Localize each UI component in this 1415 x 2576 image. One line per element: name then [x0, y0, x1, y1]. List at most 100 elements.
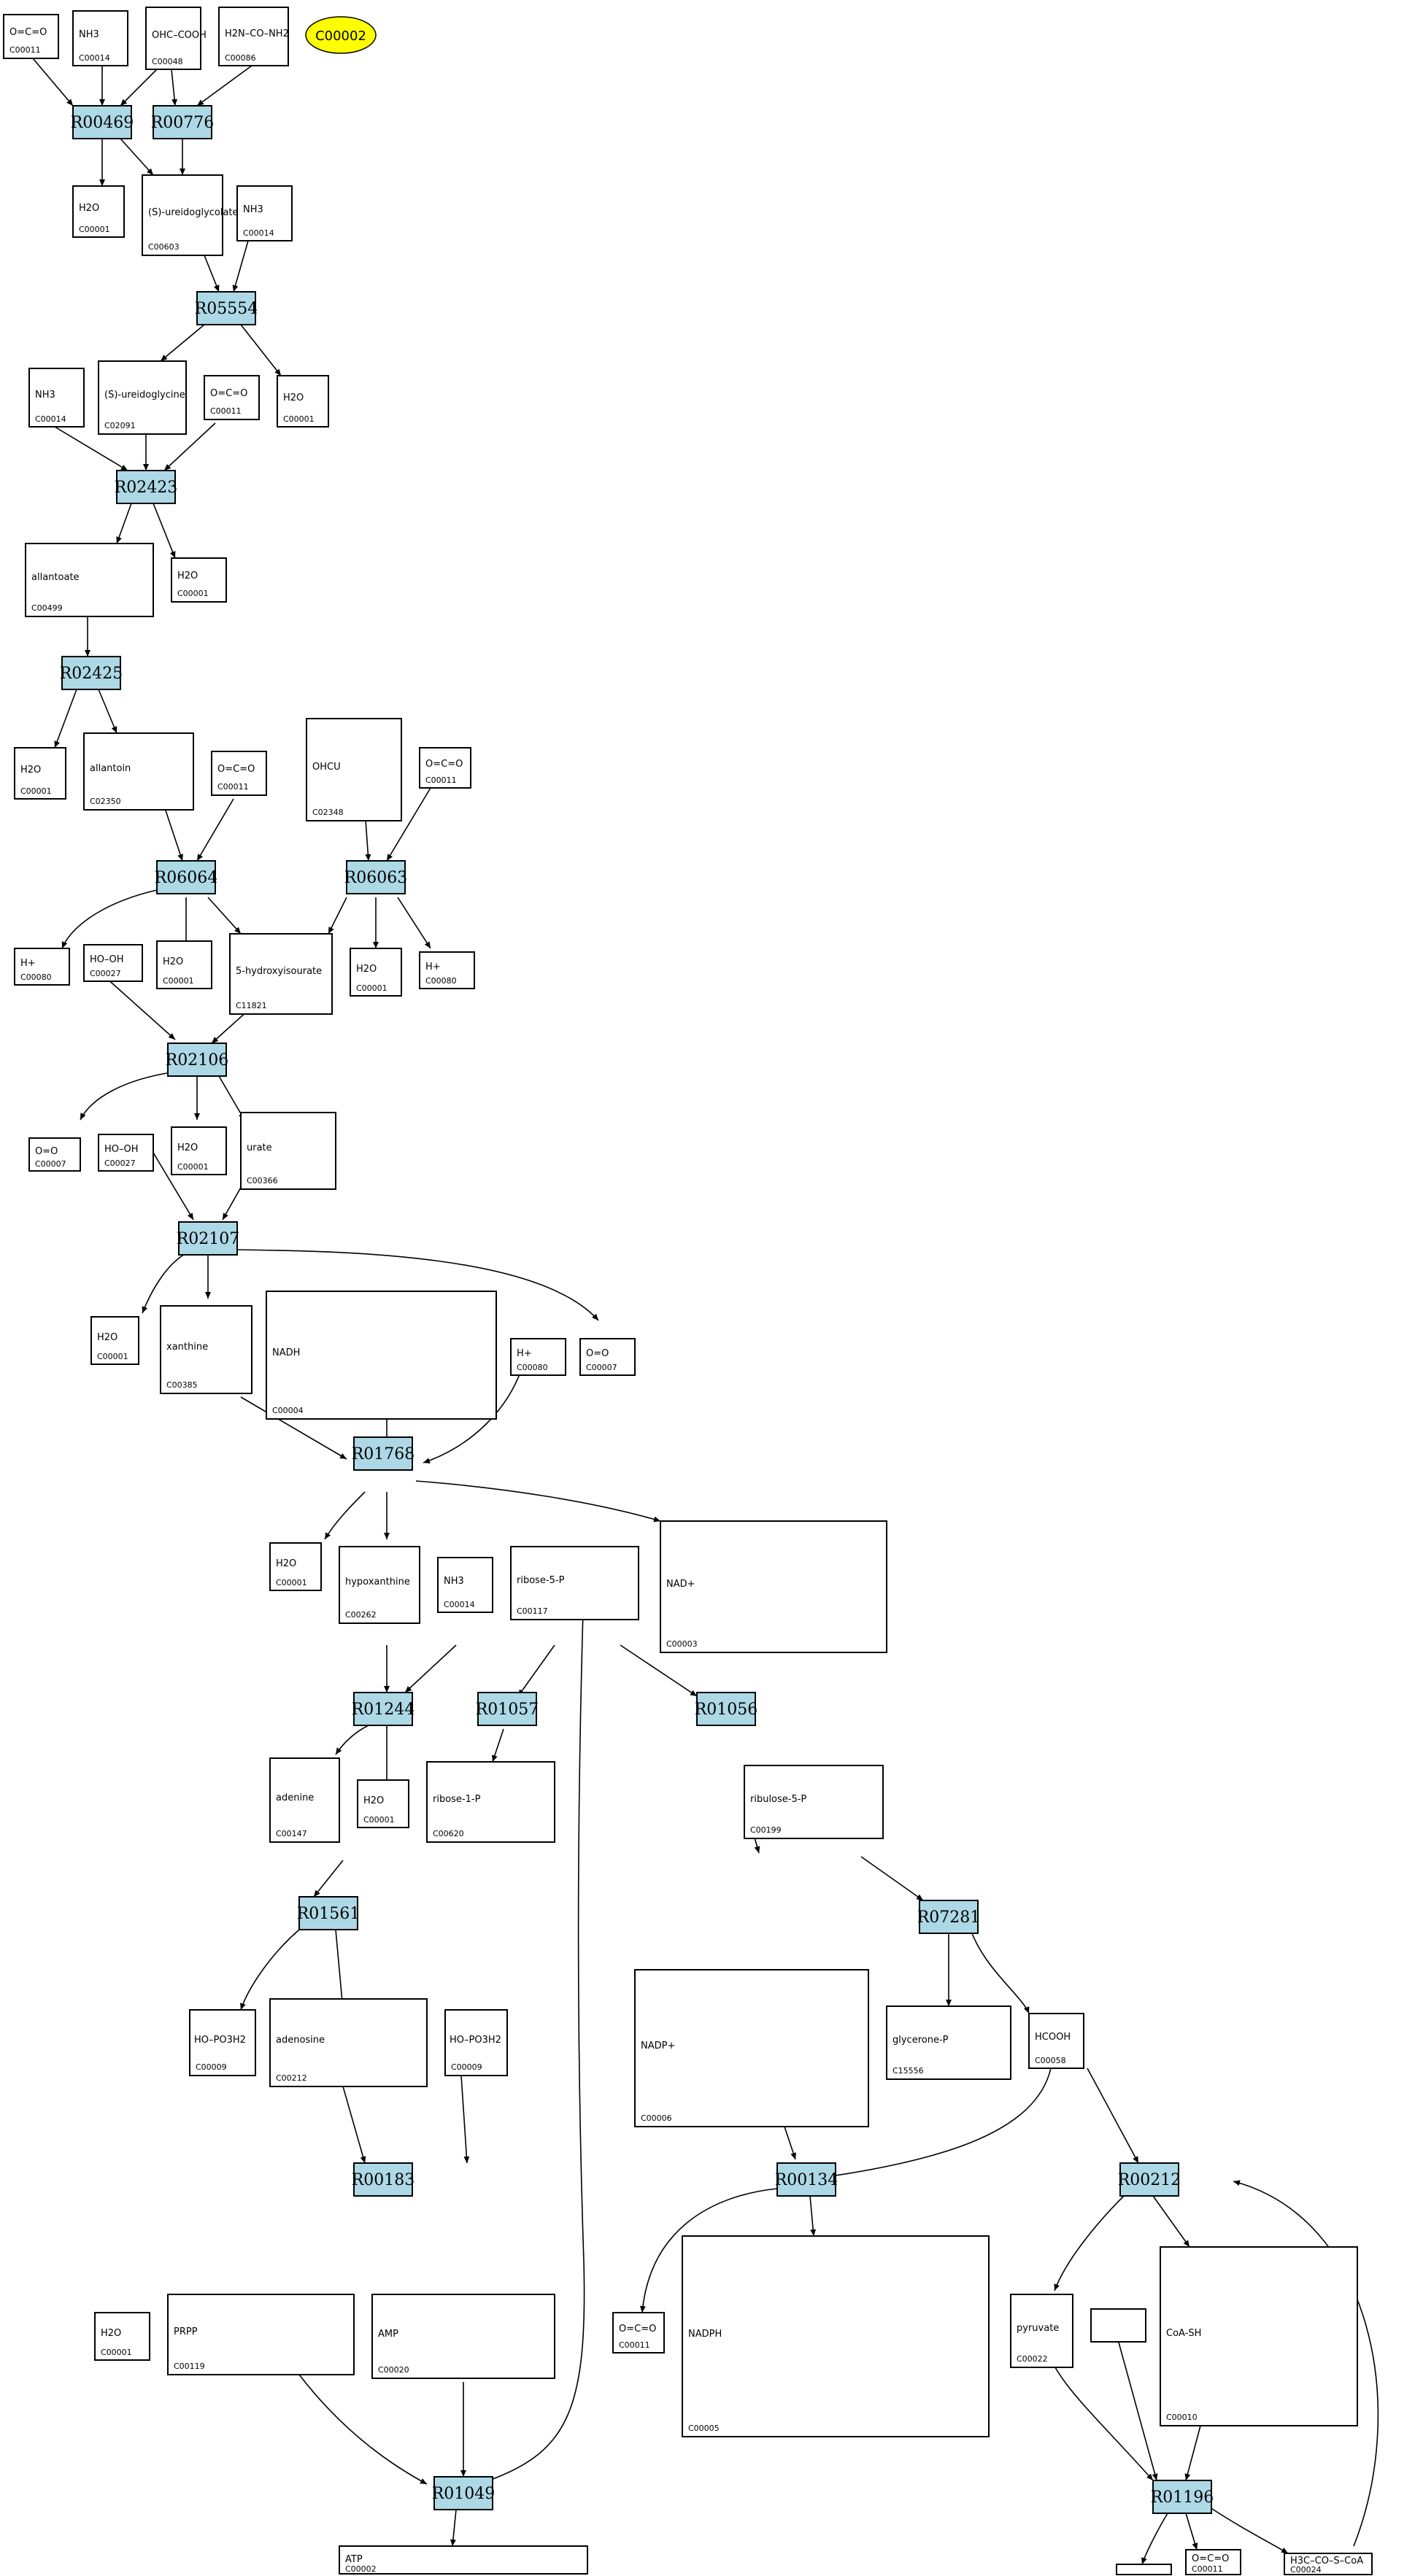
reaction-R01049[interactable]: R01049: [432, 2476, 496, 2510]
compound-node[interactable]: H+C00080: [510, 1338, 566, 1376]
reaction-R06063[interactable]: R06063: [344, 860, 408, 894]
reaction-label: R02423: [115, 479, 178, 497]
reaction-R01196[interactable]: R01196: [1151, 2480, 1214, 2514]
reaction-R01244[interactable]: R01244: [352, 1692, 415, 1726]
compound-structure: H2O: [363, 1795, 384, 1806]
compound-structure: O=O: [586, 1348, 609, 1359]
reaction-R02425[interactable]: R02425: [60, 656, 123, 690]
compound-node[interactable]: NAD+C00003: [660, 1520, 887, 1653]
compound-id: C00001: [163, 976, 194, 986]
compound-node-empty[interactable]: [1090, 2308, 1146, 2343]
compound-node[interactable]: H+C00080: [419, 951, 475, 989]
reaction-R01561[interactable]: R01561: [297, 1896, 361, 1930]
compound-id: C00009: [451, 2062, 482, 2072]
compound-structure: H2O: [177, 570, 198, 581]
compound-structure: O=C=O: [1192, 2553, 1229, 2564]
compound-id: C00014: [35, 414, 66, 424]
compound-id: C00385: [166, 1380, 198, 1390]
compound-structure: H2O: [356, 964, 377, 975]
compound-id: C00080: [20, 972, 52, 982]
reaction-R00469[interactable]: R00469: [71, 105, 134, 139]
reaction-label: R06064: [155, 869, 218, 887]
reaction-R00776[interactable]: R00776: [151, 105, 215, 139]
reaction-R01056[interactable]: R01056: [695, 1692, 758, 1726]
compound-node-empty[interactable]: [1116, 2564, 1172, 2575]
compound-id: C00620: [433, 1829, 464, 1838]
compound-id: C00086: [225, 53, 256, 63]
compound-id: C15556: [892, 2066, 924, 2076]
compound-node[interactable]: NADP+C00006: [634, 1969, 869, 2127]
reaction-R01768[interactable]: R01768: [352, 1436, 415, 1471]
reaction-R05554[interactable]: R05554: [195, 291, 258, 325]
reaction-R07281[interactable]: R07281: [917, 1900, 981, 1934]
reaction-R00183[interactable]: R00183: [352, 2162, 415, 2197]
compound-structure: NADPH: [688, 2329, 722, 2340]
reaction-R02107[interactable]: R02107: [177, 1221, 240, 1256]
reaction-R00134[interactable]: R00134: [775, 2162, 838, 2197]
compound-node[interactable]: H+C00080: [14, 948, 70, 986]
compound-id: C02091: [104, 421, 136, 430]
reaction-R02423[interactable]: R02423: [115, 470, 178, 504]
reaction-R06064[interactable]: R06064: [155, 860, 218, 894]
compound-structure: adenine: [276, 1792, 314, 1803]
compound-structure: O=O: [35, 1146, 58, 1157]
reaction-R02106[interactable]: R02106: [166, 1043, 229, 1077]
highlight-compound[interactable]: C00002: [305, 16, 377, 54]
reaction-R01057[interactable]: R01057: [476, 1692, 539, 1726]
reaction-R00212[interactable]: R00212: [1118, 2162, 1181, 2197]
